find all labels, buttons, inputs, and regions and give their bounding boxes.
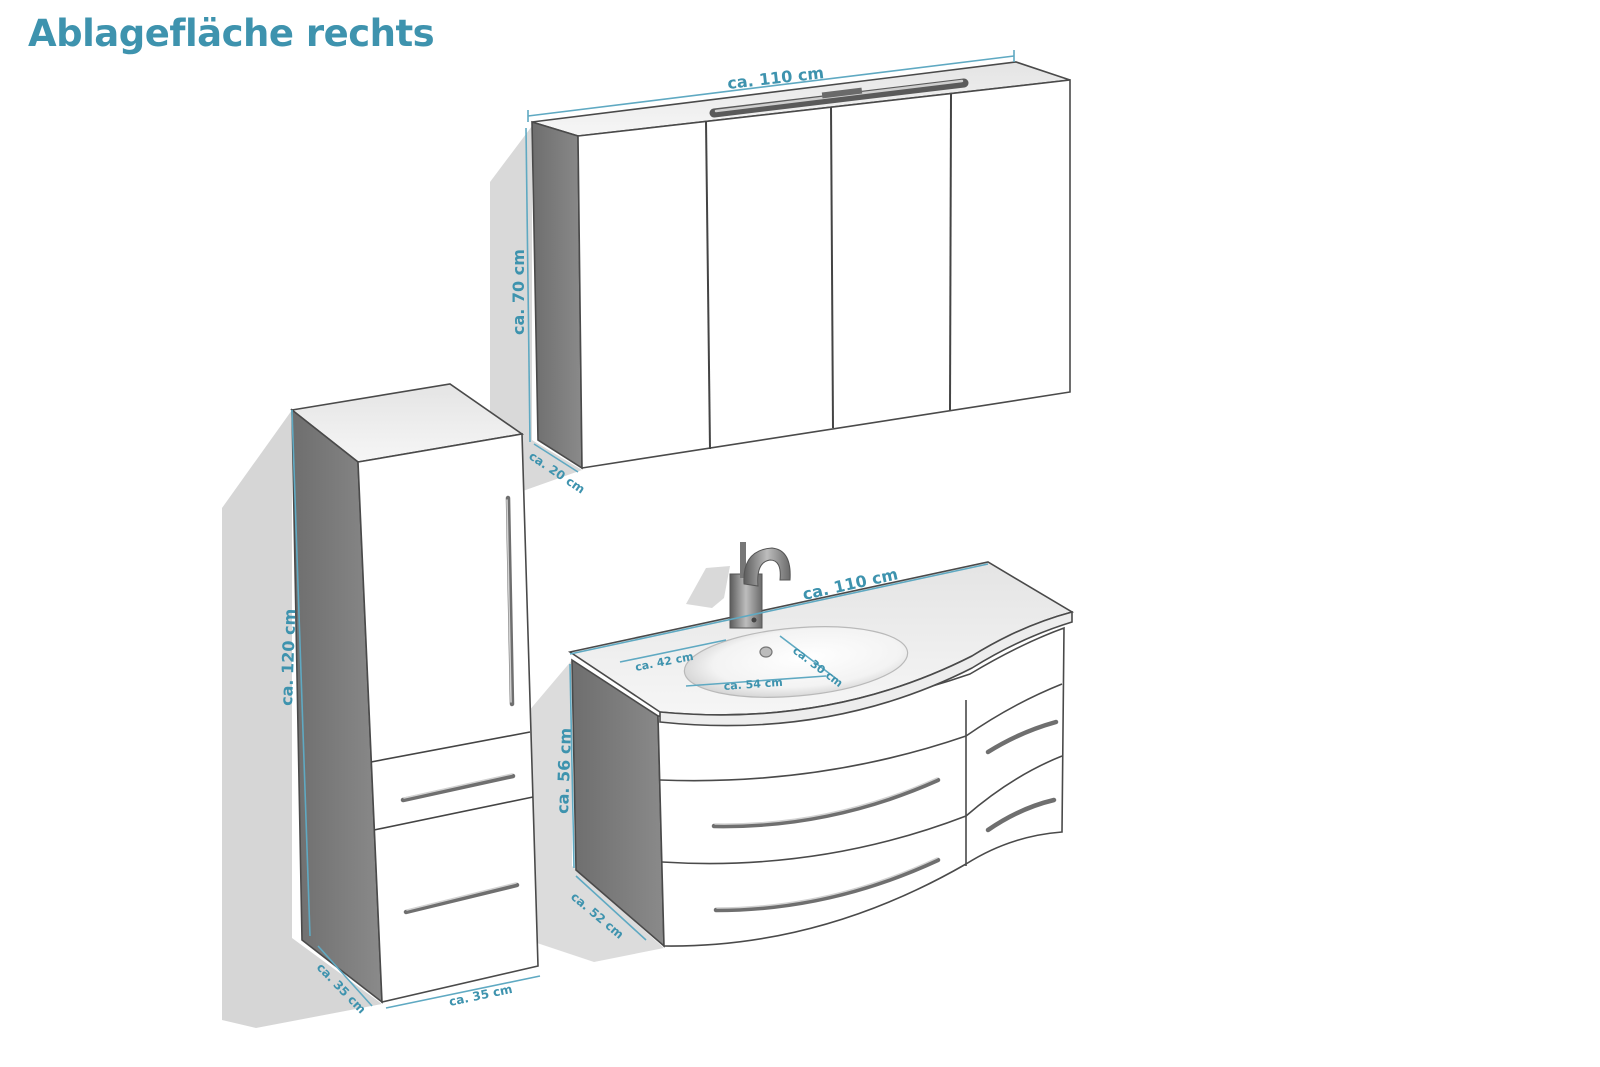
drawer-handle-icon — [403, 882, 520, 915]
tall-height-label: ca. 120 cm — [277, 608, 299, 706]
vanity-drawer-line — [965, 683, 1063, 737]
mirror-height-label: ca. 70 cm — [509, 249, 528, 335]
drawer-handle-icon — [985, 797, 1057, 833]
vanity-unit — [567, 542, 1075, 948]
mirror-cabinet-side — [531, 120, 583, 470]
tall-cabinet — [290, 383, 539, 1004]
basin-width-label: ca. 54 cm — [723, 676, 783, 693]
door-handle-icon — [505, 495, 515, 707]
faucet-shadow — [686, 566, 730, 608]
basin-icon — [683, 626, 909, 698]
tall-cabinet-shadow — [222, 410, 382, 1028]
vanity-drawer-line — [661, 815, 967, 865]
mirror-door-divider — [705, 120, 711, 450]
mirror-cabinet-shadow — [490, 126, 582, 492]
drawer-handle-icon — [711, 777, 941, 829]
drawer-handle-icon — [713, 857, 941, 913]
drawer-handle-icon — [400, 773, 516, 803]
dimension-lines — [291, 50, 1015, 1009]
tall-width-label: ca. 35 cm — [448, 982, 514, 1009]
mirror-door-divider — [949, 93, 952, 411]
mirror-door-divider — [830, 106, 834, 429]
page-title: Ablagefläche rechts — [28, 12, 435, 55]
vanity-shadow — [528, 660, 664, 962]
wall-shadows — [222, 126, 730, 1028]
lamp-icon — [709, 78, 969, 118]
tall-cabinet-front — [357, 433, 539, 1003]
tall-cabinet-divider — [370, 731, 531, 763]
mirror-cabinet — [531, 61, 1071, 470]
vanity-height-label: ca. 56 cm — [553, 728, 575, 815]
vanity-drawer-line — [965, 755, 1063, 817]
tall-cabinet-divider — [373, 796, 534, 831]
vanity-drawer-line — [659, 735, 967, 782]
drawer-handle-icon — [985, 719, 1059, 755]
countertop-edge — [659, 610, 1073, 727]
drain-icon — [759, 646, 773, 658]
mirror-cabinet-front — [577, 79, 1071, 469]
